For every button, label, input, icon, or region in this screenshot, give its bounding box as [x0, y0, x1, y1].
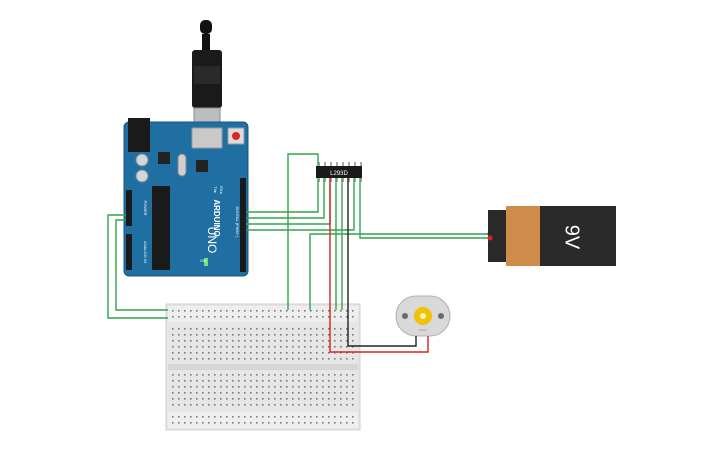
chip-pin	[336, 162, 338, 166]
wire-green	[287, 153, 319, 310]
power-rail-bottom	[168, 412, 358, 428]
reset-button-cap[interactable]	[232, 132, 240, 140]
battery-terminal	[487, 231, 493, 237]
chip-pin	[342, 162, 344, 166]
capacitor	[135, 169, 149, 183]
motor-label: Motor	[419, 328, 427, 332]
on-led	[204, 258, 208, 266]
chip-pin	[354, 162, 356, 166]
chip-pin	[360, 162, 362, 166]
l293d-chip: L293D	[316, 162, 362, 182]
analog-label: ANALOG IN	[143, 241, 148, 263]
chip-pin	[348, 162, 350, 166]
breadboard-holes	[172, 310, 354, 424]
motor-screw	[438, 313, 444, 319]
chip-pin	[330, 178, 332, 182]
battery-clip	[488, 210, 508, 262]
arduino-board: ARDUINO UNO POWER ANALOG IN DIGITAL (PWM…	[123, 118, 249, 277]
wire-green	[309, 233, 490, 310]
on-label: ON	[200, 258, 206, 263]
wire-green	[359, 178, 490, 239]
analog-header	[126, 234, 132, 270]
digital-label: DIGITAL (PWM~)	[235, 207, 240, 239]
battery-label: 9V	[561, 225, 583, 250]
wire-green	[115, 219, 168, 311]
arduino-logo-text: ARDUINO	[212, 199, 221, 236]
chip-pin	[354, 178, 356, 182]
rx-label: RX◂	[219, 186, 224, 194]
dc-motor: Motor	[395, 295, 451, 337]
chip-pin	[324, 162, 326, 166]
battery-terminal	[487, 235, 493, 241]
power-label: POWER	[143, 200, 148, 215]
chip-label: L293D	[330, 171, 348, 177]
wires	[107, 153, 493, 353]
small-chip	[196, 160, 208, 172]
wire-green	[246, 178, 319, 213]
wire-green	[107, 214, 168, 319]
wire-green	[246, 178, 325, 219]
breadboard	[165, 303, 361, 431]
chip-pin	[348, 178, 350, 182]
center-channel	[168, 364, 358, 370]
battery-9v: 9V	[488, 206, 616, 266]
digital-header	[240, 178, 246, 272]
chip-pin	[330, 162, 332, 166]
wire-green	[246, 178, 355, 231]
capacitor	[135, 153, 149, 167]
atmega-chip	[152, 186, 170, 270]
chip-pin	[318, 162, 320, 166]
chip-pin	[336, 178, 338, 182]
chip-pin	[342, 178, 344, 182]
tx-label: TX▸	[213, 186, 218, 193]
usb-port	[191, 127, 223, 149]
board-name: UNO	[205, 227, 219, 254]
chip-pin	[318, 178, 320, 182]
battery-copper-band	[506, 206, 542, 266]
chip-pin	[360, 178, 362, 182]
motor-shaft	[420, 313, 426, 319]
battery-body	[540, 206, 616, 266]
wire-red	[329, 178, 429, 353]
motor-screw	[402, 313, 408, 319]
crystal-oscillator	[177, 153, 187, 177]
chip-pin	[324, 178, 326, 182]
power-jack	[128, 118, 150, 152]
small-chip	[158, 152, 170, 164]
power-header	[126, 190, 132, 226]
wire-black	[347, 178, 417, 347]
